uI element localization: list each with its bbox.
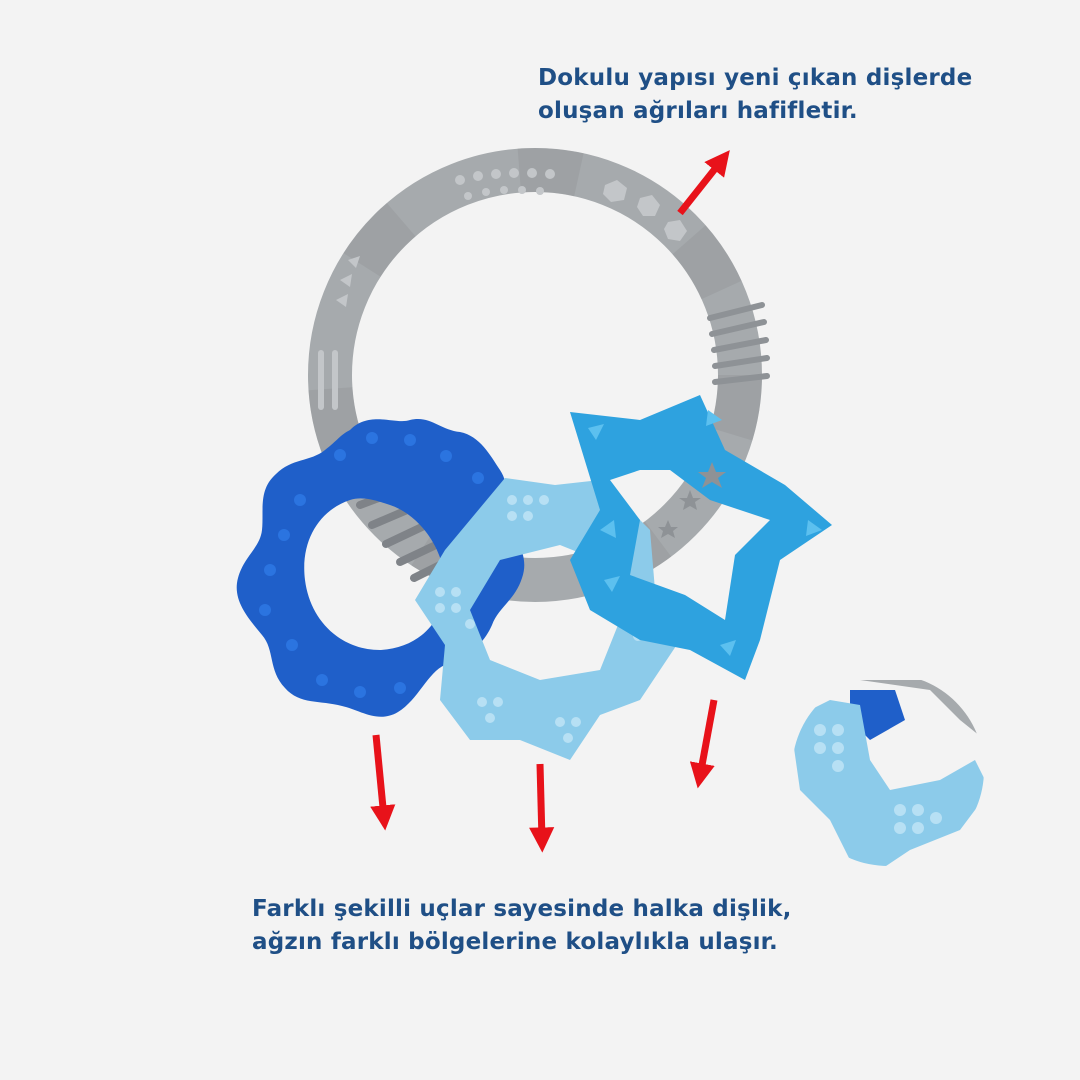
arrow-hexagon-tip <box>529 763 555 853</box>
arrow-star-tip <box>689 699 718 789</box>
texture-benefit-caption: Dokulu yapısı yeni çıkan dişlerde oluşan… <box>538 62 972 128</box>
shapes-caption-line-1: Farklı şekilli uçlar sayesinde halka diş… <box>252 896 792 922</box>
star-teether <box>570 395 832 680</box>
pointer-arrows <box>370 150 730 853</box>
texture-caption-line-1: Dokulu yapısı yeni çıkan dişlerde <box>538 65 973 91</box>
arrow-to-texture <box>677 150 730 216</box>
gray-teether-ring <box>308 148 770 602</box>
shapes-caption-line-2: ağzın farklı bölgelerine kolaylıkla ulaş… <box>252 929 778 955</box>
zoom-inset-circle <box>792 674 984 866</box>
shapes-benefit-caption: Farklı şekilli uçlar sayesinde halka diş… <box>252 893 792 959</box>
texture-caption-line-2: oluşan ağrıları hafifletir. <box>538 98 858 124</box>
arrow-flower-tip <box>370 734 396 831</box>
